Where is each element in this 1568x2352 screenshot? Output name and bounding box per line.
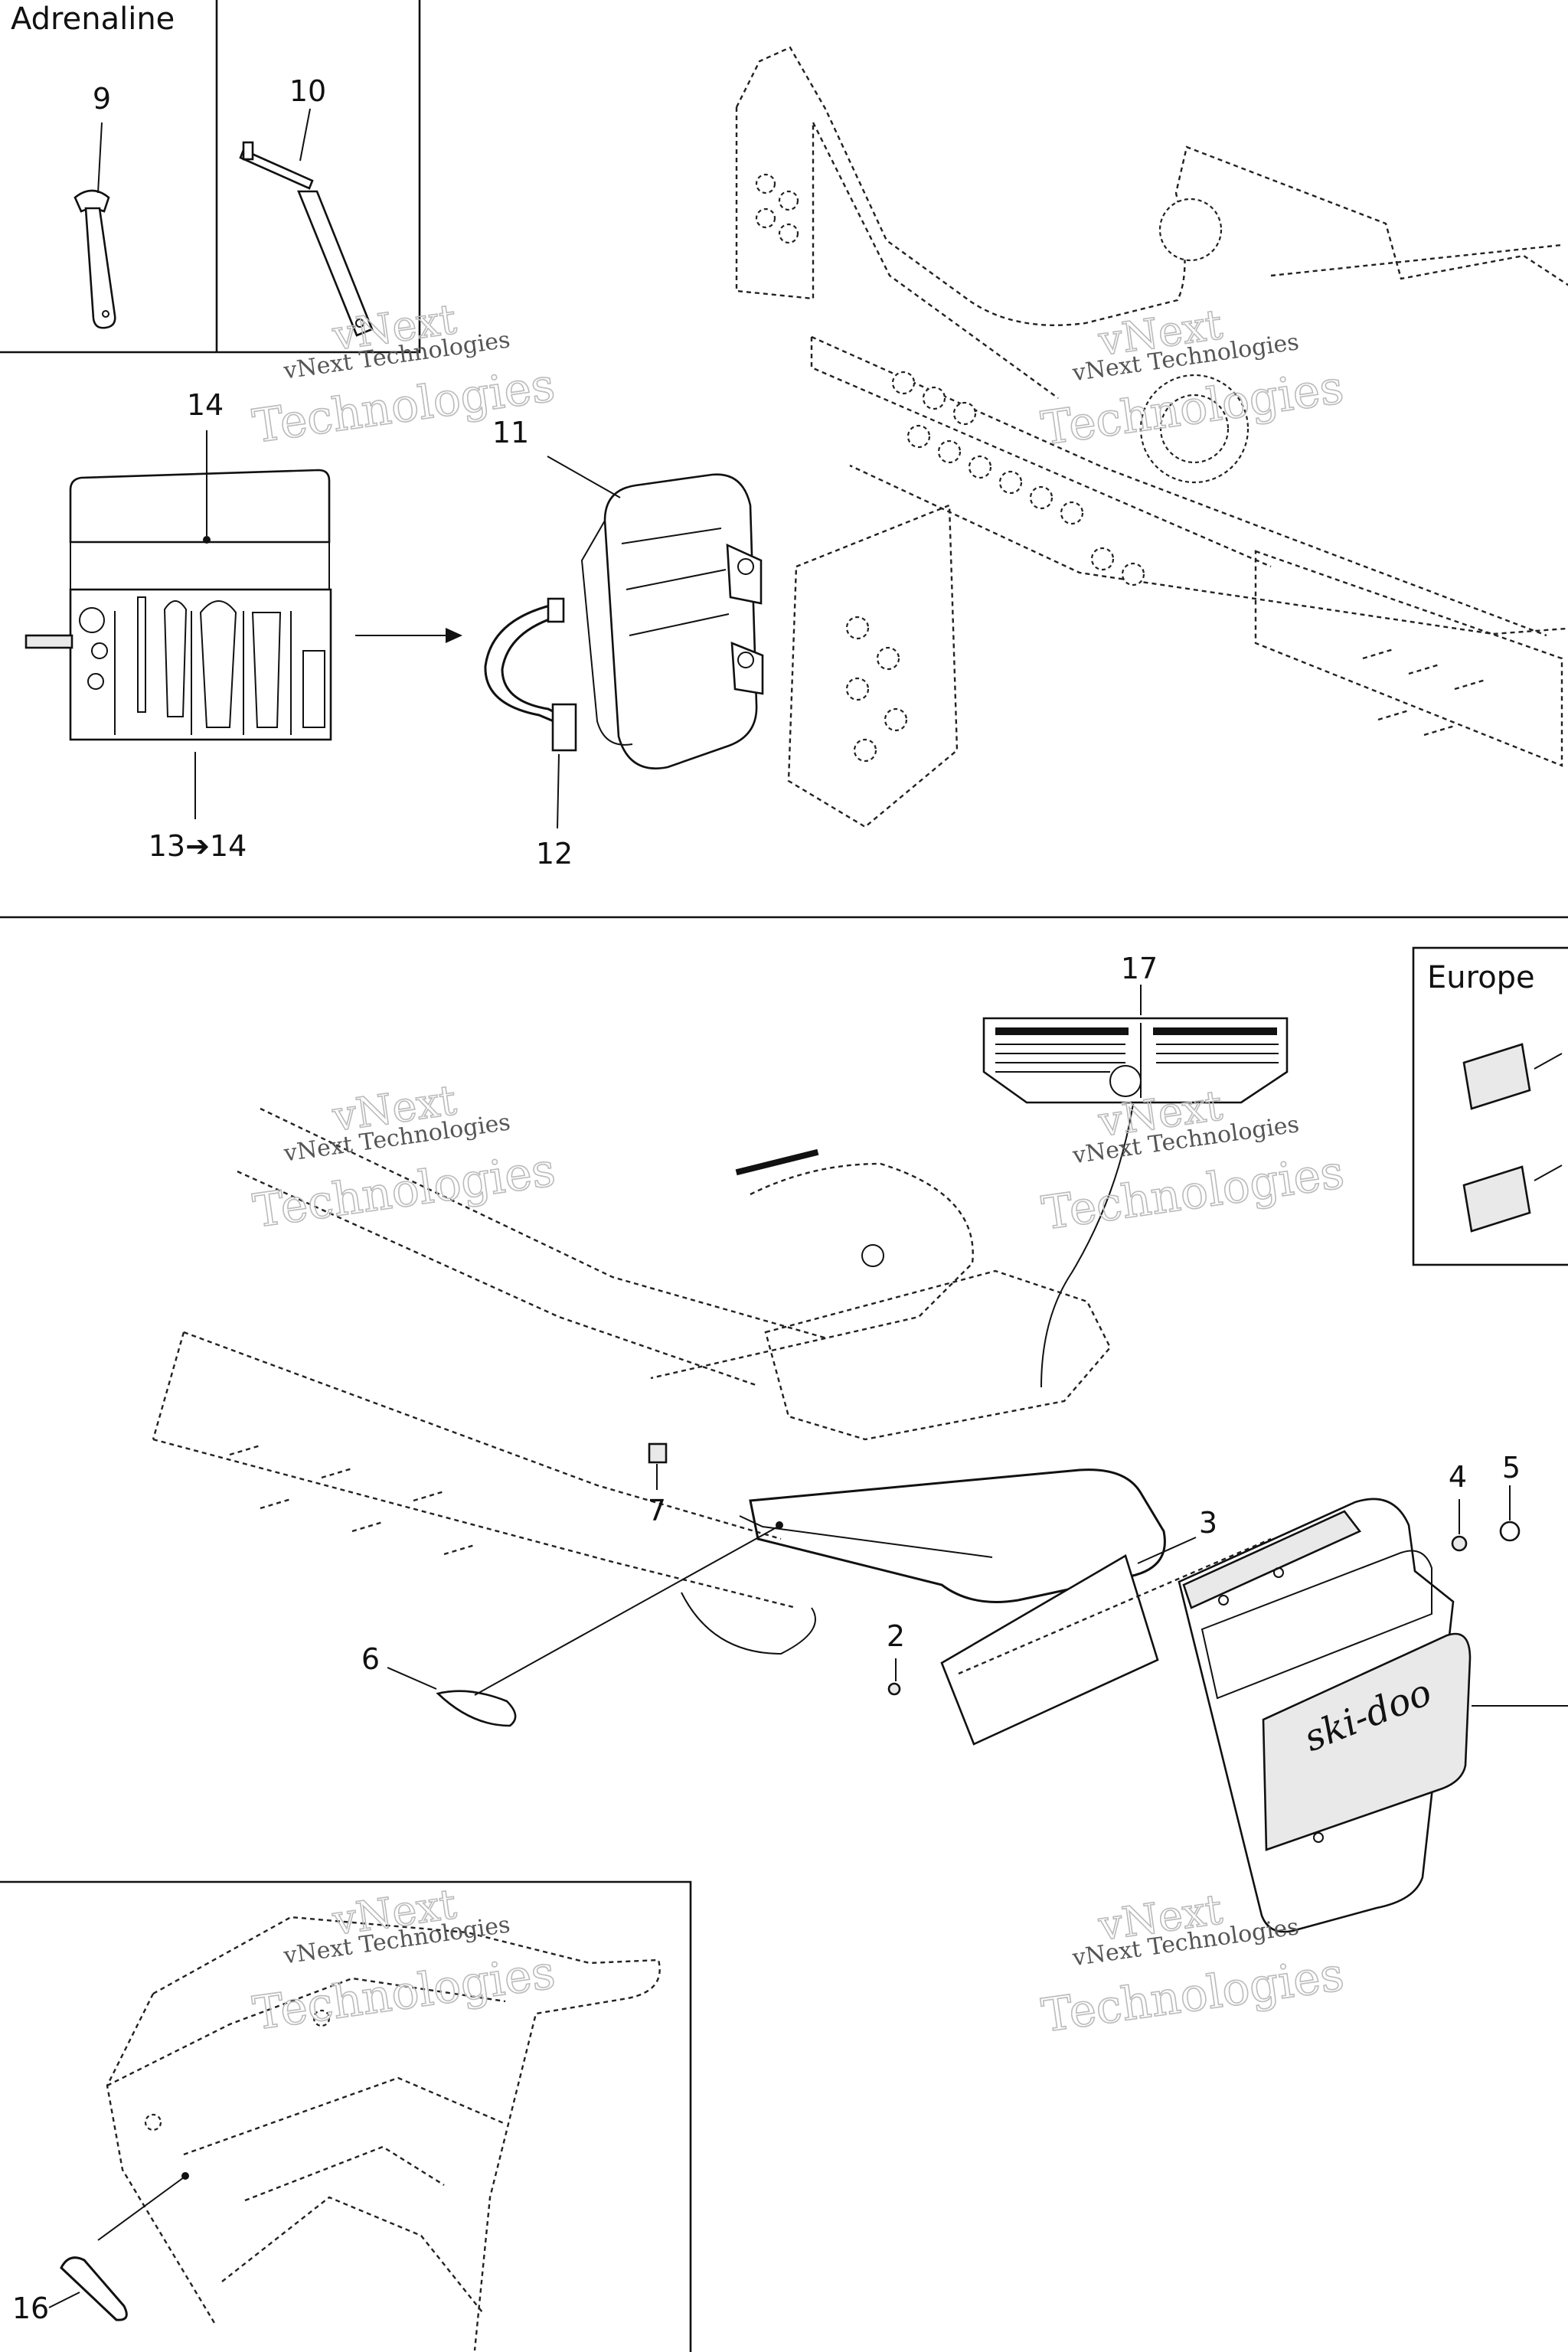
callout-10: 10 <box>289 74 326 108</box>
callout-6: 6 <box>361 1642 380 1676</box>
callout-11: 11 <box>492 416 529 449</box>
callout-6-tick <box>387 1667 437 1690</box>
callout-8: 8 <box>1566 1022 1568 1056</box>
callout-11-leader <box>547 456 621 498</box>
part-6-decal <box>436 1690 517 1727</box>
part-11-storage-box <box>580 473 764 769</box>
callout-12-leader <box>557 753 560 829</box>
callout-4: 4 <box>1449 1460 1467 1494</box>
part-2-rivet <box>887 1682 901 1696</box>
callout-10-leader <box>299 108 311 162</box>
callout-9-leader <box>97 122 103 194</box>
part-12-strap <box>484 597 577 752</box>
mud-flap: ski-doo <box>1178 1498 1472 1933</box>
watermark-5: vNext vNext Technologies Technologies <box>249 1879 559 2041</box>
callout-3-leader <box>1137 1537 1197 1564</box>
callout-2: 2 <box>887 1619 905 1653</box>
callout-16-tick <box>48 2292 80 2308</box>
adrenaline-inset-box <box>0 0 421 354</box>
part-17-warning-decal <box>982 1017 1289 1104</box>
callout-3: 3 <box>1199 1506 1217 1540</box>
callout-17: 17 <box>1121 952 1158 985</box>
part-14-tool-kit <box>24 469 332 741</box>
snow-guard-inset-box <box>0 1880 692 2352</box>
callout-6-leader <box>474 1526 779 1696</box>
watermark-2: vNext vNext Technologies Technologies <box>1037 299 1348 456</box>
chassis-frame-top <box>735 46 1568 828</box>
callout-7: 7 <box>648 1494 666 1527</box>
callout-12: 12 <box>536 837 573 871</box>
part-8-reflectors <box>1462 1043 1563 1233</box>
chassis-rear <box>152 1107 1166 1655</box>
part-16-inset-hood <box>106 1916 661 2351</box>
part-4-nut <box>1451 1535 1468 1552</box>
callout-14-dot <box>203 536 211 544</box>
part-16-decal <box>60 2256 128 2321</box>
part-9-spanner-wrench <box>74 189 116 329</box>
part-3-plate <box>940 1554 1159 1746</box>
callout-16: 16 <box>12 2292 49 2325</box>
watermark-3: vNext vNext Technologies Technologies <box>250 1075 560 1239</box>
callout-16-leader <box>97 2177 185 2241</box>
assembly-arrow <box>355 628 462 643</box>
europe-title: Europe <box>1427 960 1535 995</box>
part-5-washer <box>1499 1521 1521 1542</box>
europe-inset-box <box>1412 946 1568 1266</box>
plate-dashed-bolt-line <box>958 1537 1272 1675</box>
callout-17-curve-leader <box>1040 1103 1134 1388</box>
part-10-tool <box>239 141 374 337</box>
callout-13-14: 13➔14 <box>149 829 247 863</box>
adrenaline-title: Adrenaline <box>11 2 175 37</box>
callout-5: 5 <box>1502 1451 1521 1485</box>
callout-14: 14 <box>187 388 224 422</box>
callout-9: 9 <box>93 82 111 116</box>
